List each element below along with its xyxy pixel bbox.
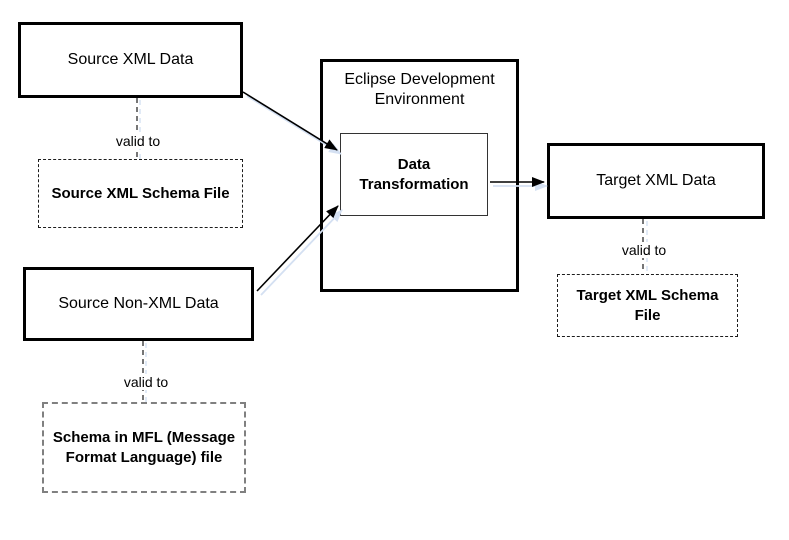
node-label-target-xml-schema-file: Target XML Schema File [576, 286, 719, 324]
edge-label-valid-to-target-xml: valid to [618, 242, 670, 258]
edge-label-valid-to-source-xml: valid to [112, 133, 164, 149]
node-source-xml-data: Source XML Data [18, 22, 243, 98]
node-label-schema-in-mfl-file: Schema in MFL (Message Format Language) … [52, 428, 236, 466]
node-label-source-xml-schema-file: Source XML Schema File [51, 184, 230, 202]
node-data-transformation: Data Transformation [340, 133, 488, 216]
node-target-xml-schema-file: Target XML Schema File [557, 274, 738, 337]
node-label-source-xml-data: Source XML Data [67, 51, 194, 68]
node-label-data-transformation: Data Transformation [359, 155, 469, 193]
node-target-xml-data: Target XML Data [547, 143, 765, 219]
node-source-non-xml-data: Source Non-XML Data [23, 267, 254, 341]
node-label-target-xml-data: Target XML Data [596, 172, 716, 189]
node-label-eclipse-development-environment: Eclipse Development Environment [344, 71, 495, 108]
node-label-source-non-xml-data: Source Non-XML Data [58, 295, 219, 312]
node-schema-in-mfl-file: Schema in MFL (Message Format Language) … [42, 402, 246, 493]
node-source-xml-schema-file: Source XML Schema File [38, 159, 243, 228]
edge-label-valid-to-source-non-xml: valid to [120, 374, 172, 390]
